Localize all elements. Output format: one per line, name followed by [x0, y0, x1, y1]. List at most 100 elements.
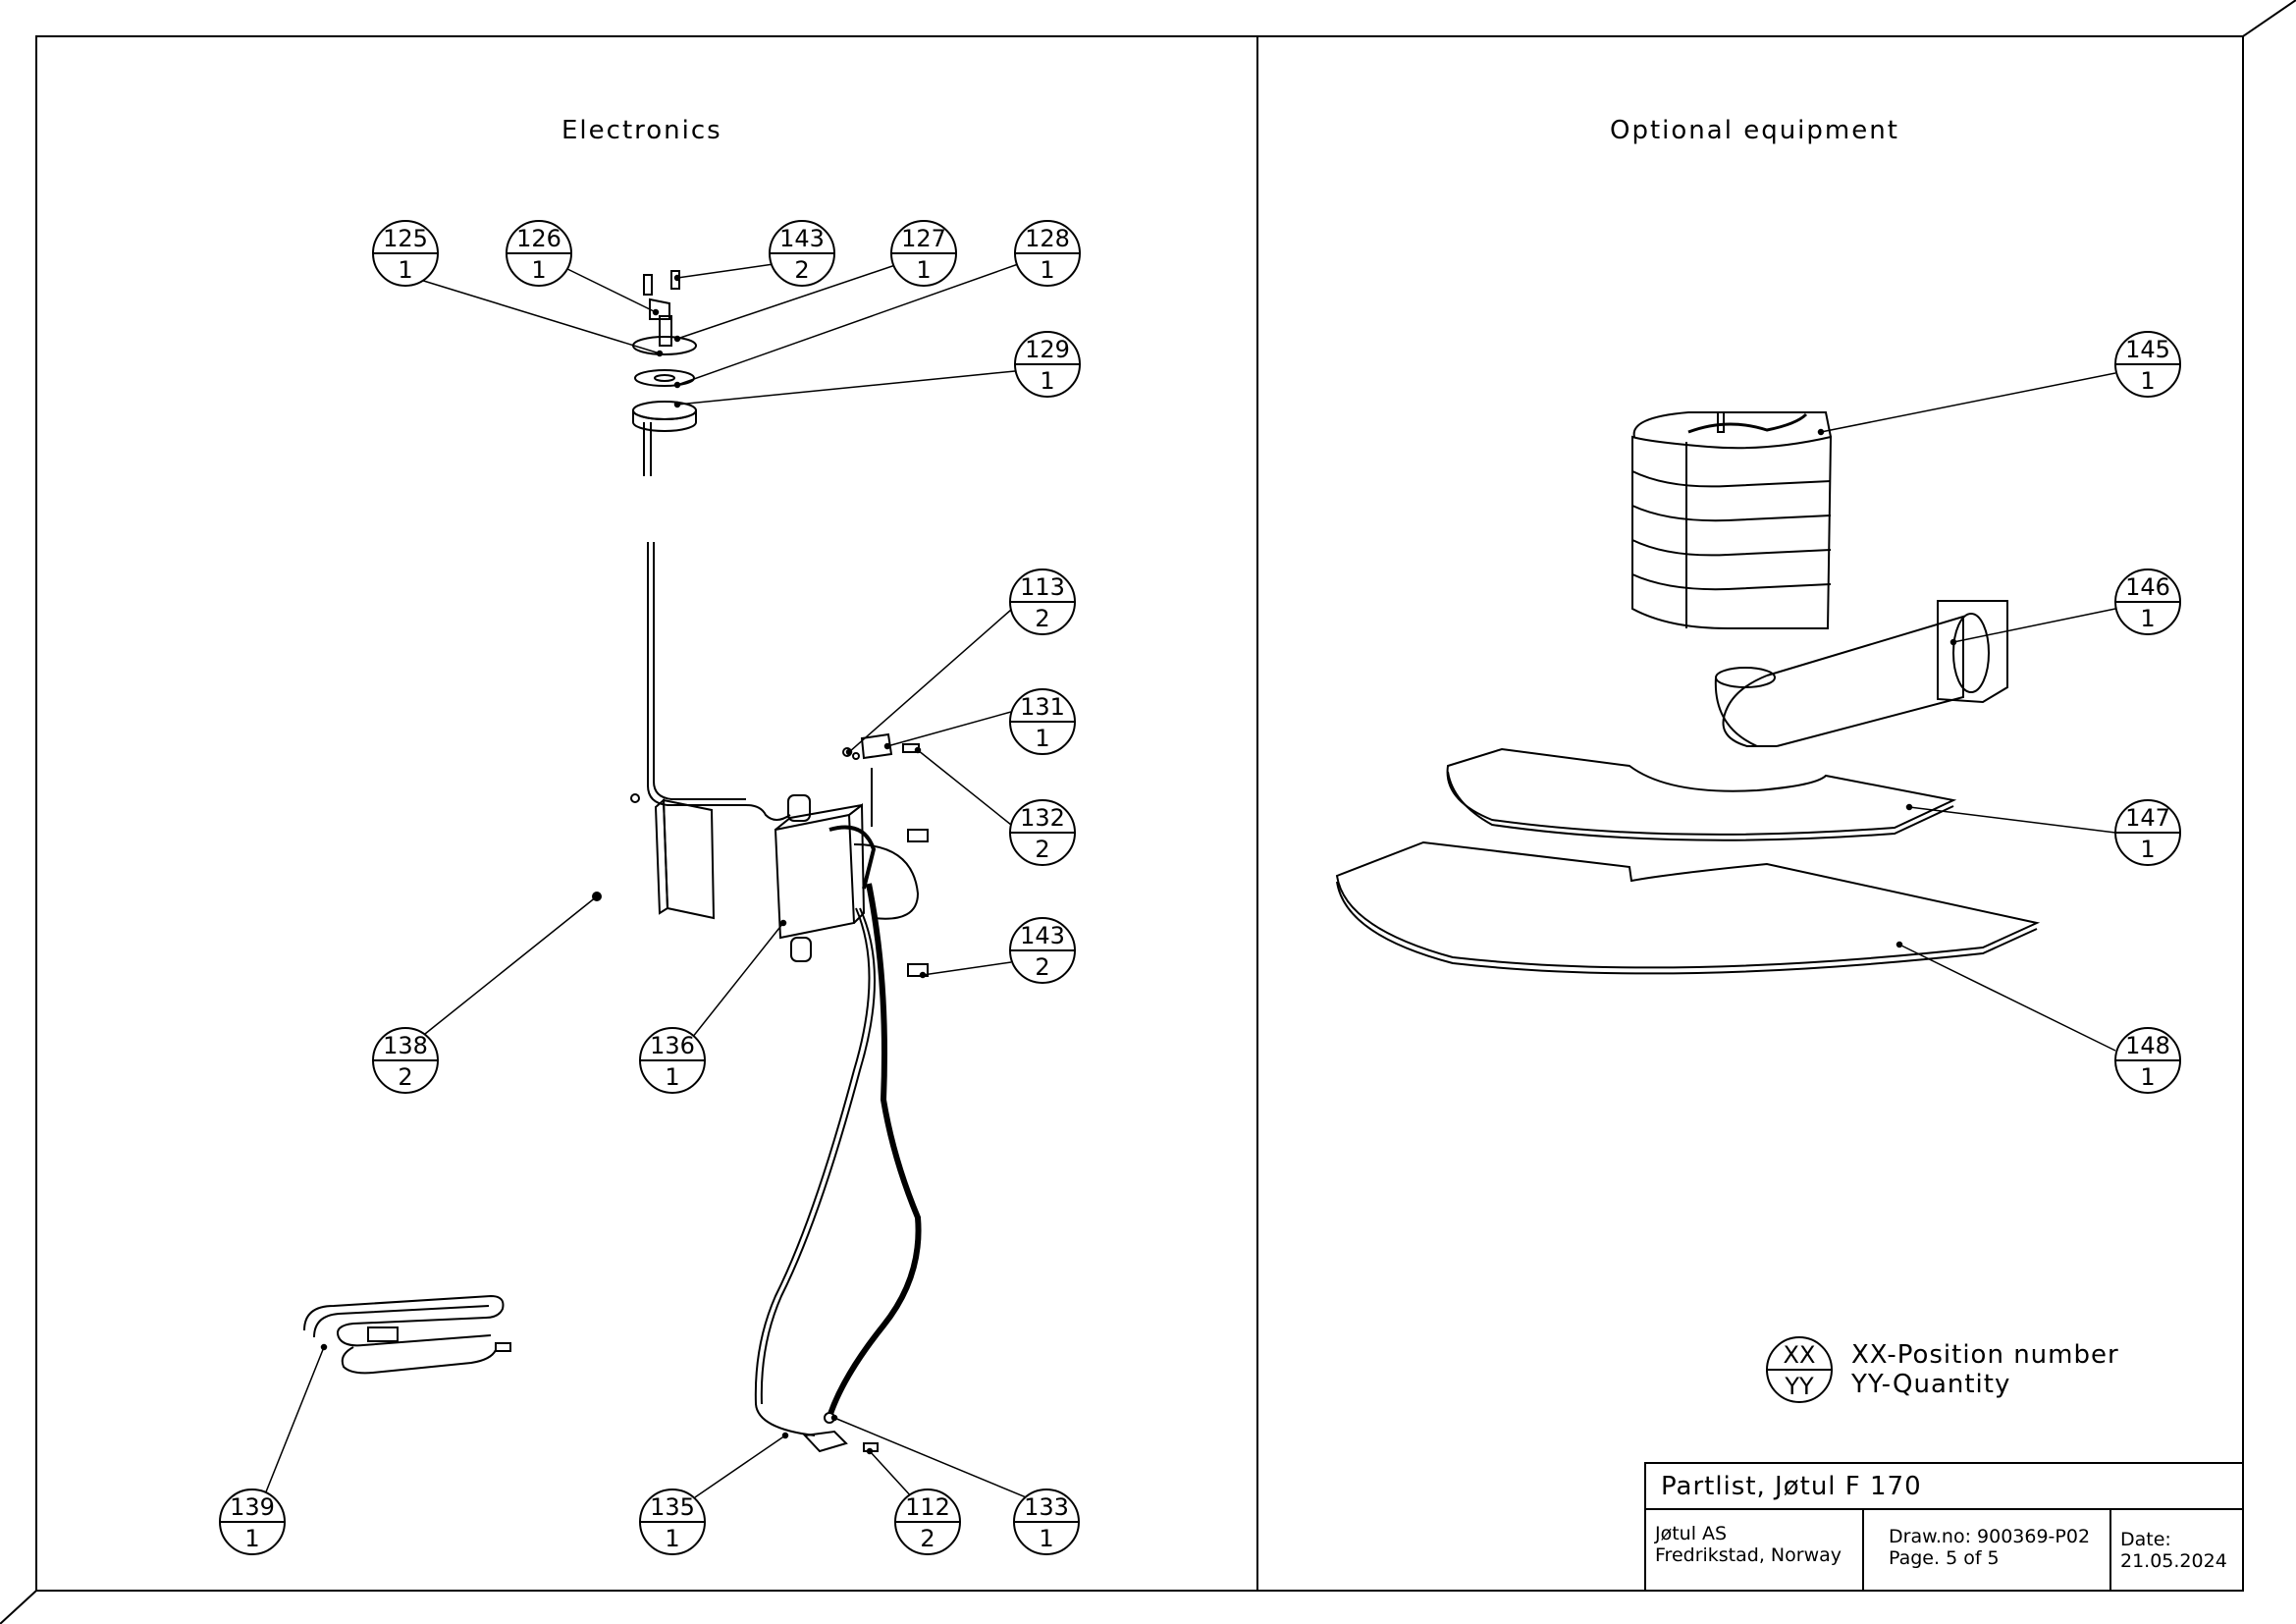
leader-dot-112: [866, 1447, 874, 1455]
heating-element: [303, 1294, 511, 1375]
balloon-position-number: 148: [2125, 1032, 2170, 1059]
balloon-quantity: 1: [398, 256, 412, 284]
leader-dot-129: [673, 401, 681, 408]
balloon-position-number: 113: [1020, 573, 1065, 601]
balloon-quantity: 1: [2140, 1063, 2155, 1091]
balloon-position-number: 112: [905, 1493, 950, 1521]
leader-line-147: [1908, 806, 2116, 834]
leader-dot-132: [914, 746, 922, 754]
floor-plate-small: [1446, 747, 1957, 841]
balloon-position-number: 138: [383, 1032, 428, 1059]
leader-dot-128: [673, 381, 681, 389]
balloon-position-number: 143: [1020, 922, 1065, 949]
legend-symbol-bottom: YY: [1784, 1373, 1814, 1400]
balloon-quantity: 2: [1035, 836, 1049, 863]
leader-dot-148: [1896, 941, 1903, 948]
leader-dot-135: [781, 1432, 789, 1439]
balloon-position-number: 147: [2125, 804, 2170, 832]
bracket-plate: [592, 793, 716, 920]
leader-line-146: [1952, 608, 2116, 643]
leader-dot-138: [593, 893, 601, 900]
date-value: 21.05.2024: [2120, 1549, 2227, 1572]
balloon-quantity: 2: [1035, 953, 1049, 981]
leader-line-138: [419, 895, 598, 1039]
leader-dot-133: [830, 1414, 838, 1422]
balloon-position-number: 145: [2125, 336, 2170, 363]
page-number: Page. 5 of 5: [1889, 1546, 2000, 1569]
leader-line-148: [1898, 944, 2116, 1052]
balloon-position-number: 131: [1020, 693, 1065, 721]
leader-line-127: [676, 262, 902, 340]
control-box: [774, 794, 929, 977]
balloon-position-number: 135: [650, 1493, 695, 1521]
leader-dot-143: [919, 971, 927, 979]
balloon-position-number: 132: [1020, 804, 1065, 832]
balloon-position-number: 128: [1025, 225, 1070, 252]
leader-dot-145: [1817, 428, 1825, 436]
section-title-optional-equipment: Optional equipment: [1610, 116, 1899, 145]
leader-dot-147: [1905, 803, 1913, 811]
leader-line-113: [848, 609, 1012, 753]
leader-dot-126: [652, 308, 660, 316]
balloon-quantity: 1: [531, 256, 546, 284]
leader-lines: [262, 262, 2116, 1500]
balloon-position-number: 126: [516, 225, 561, 252]
title-block-frame: [1644, 1462, 2244, 1592]
balloon-quantity: 2: [1035, 605, 1049, 632]
balloon-quantity: 1: [2140, 605, 2155, 632]
leader-dot-143: [673, 274, 681, 282]
balloon-quantity: 2: [794, 256, 809, 284]
title-block-date: Date: 21.05.2024: [2120, 1529, 2227, 1573]
leader-line-133: [833, 1417, 1032, 1500]
leader-line-125: [416, 278, 661, 354]
leader-line-139: [262, 1346, 325, 1500]
leader-line-143: [922, 961, 1012, 976]
balloon-position-number: 129: [1025, 336, 1070, 363]
balloon-position-number: 136: [650, 1032, 695, 1059]
sensor-rod: [647, 542, 791, 821]
leader-dot-136: [779, 919, 787, 927]
company-location: Fredrikstad, Norway: [1655, 1543, 1842, 1566]
balloon-quantity: 2: [398, 1063, 412, 1091]
balloon-position-number: 127: [901, 225, 946, 252]
leader-line-136: [691, 922, 784, 1039]
floor-plate-large: [1335, 840, 2041, 975]
leader-dot-125: [656, 350, 664, 357]
balloon-quantity: 1: [665, 1525, 679, 1552]
balloon-quantity: 1: [665, 1063, 679, 1091]
legend-symbol: XX YY: [1766, 1336, 1833, 1403]
leader-line-135: [694, 1435, 786, 1498]
balloon-quantity: 1: [1040, 256, 1054, 284]
title-block-title: Partlist, Jøtul F 170: [1661, 1472, 1922, 1501]
leader-dot-131: [883, 742, 891, 750]
balloon-quantity: 1: [916, 256, 931, 284]
flue-pipe: [1714, 600, 2008, 747]
legend-quantity-label: YY-Quantity: [1851, 1370, 2011, 1399]
leader-dot-127: [673, 335, 681, 343]
heat-storage-stones: [1631, 411, 1833, 629]
igniter-assembly: [632, 270, 697, 476]
leader-line-132: [917, 749, 1012, 826]
date-label: Date:: [2120, 1529, 2171, 1550]
legend-position-label: XX-Position number: [1851, 1340, 2119, 1370]
leader-line-128: [676, 262, 1022, 386]
leader-line-145: [1820, 372, 2116, 433]
leader-line-143: [676, 262, 781, 279]
drawing-number: Draw.no: 900369-P02: [1889, 1526, 2091, 1547]
leader-dot-146: [1949, 638, 1957, 646]
